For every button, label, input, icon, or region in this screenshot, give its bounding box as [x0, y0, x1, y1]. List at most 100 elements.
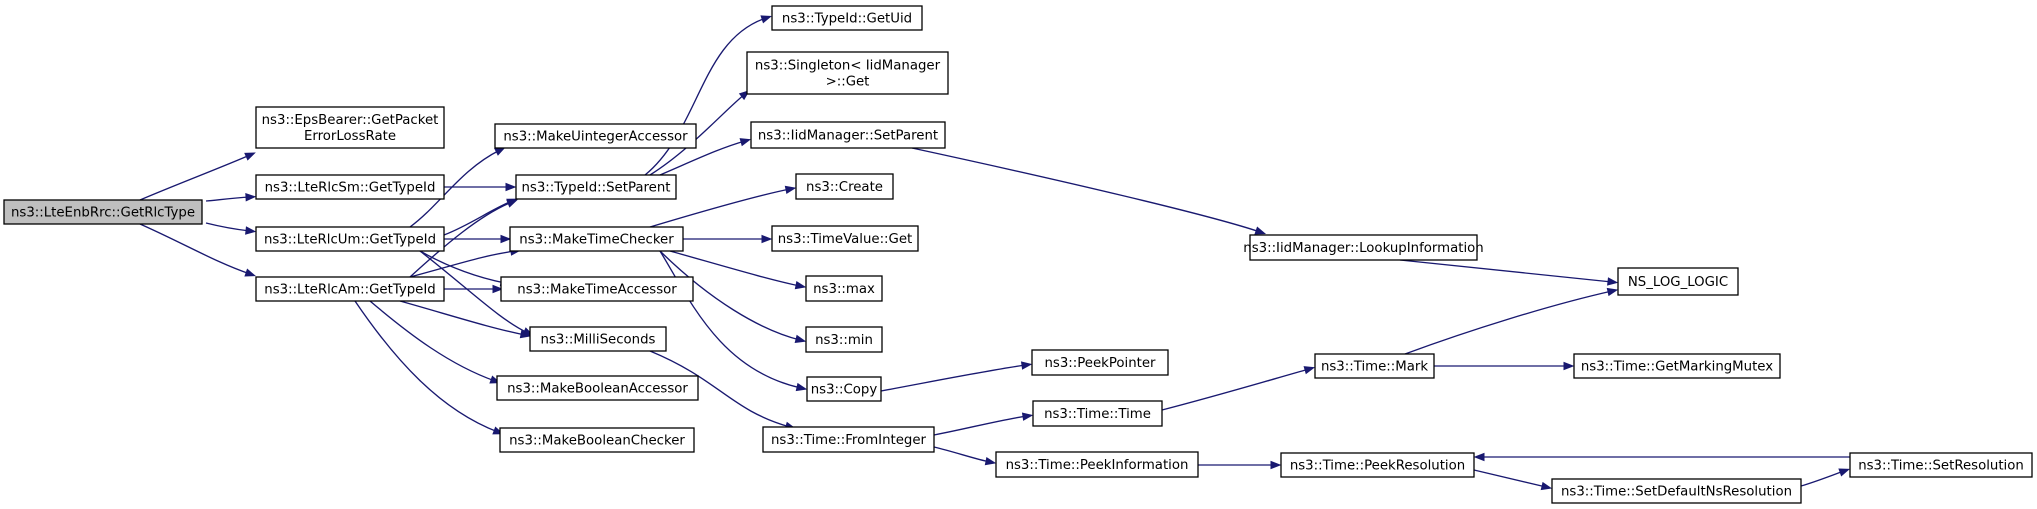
- node-sp[interactable]: ns3::TypeId::SetParent: [515, 174, 677, 200]
- edge-copy-to-peekptr: [880, 361, 1033, 392]
- node-box[interactable]: [494, 123, 697, 149]
- node-box[interactable]: [805, 275, 883, 302]
- node-box[interactable]: [515, 174, 677, 200]
- node-ms[interactable]: ns3::MilliSeconds: [529, 326, 667, 352]
- edge-line: [649, 188, 791, 228]
- node-setres[interactable]: ns3::Time::SetResolution: [1849, 452, 2033, 478]
- node-box[interactable]: [805, 326, 883, 353]
- node-box[interactable]: [1280, 452, 1475, 478]
- node-label: ns3::MakeTimeAccessor: [517, 283, 677, 298]
- node-tvget[interactable]: ns3::TimeValue::Get: [771, 225, 919, 252]
- node-label: ns3::MakeUintegerAccessor: [503, 130, 688, 145]
- edge-setres-to-peekres: [1473, 452, 1850, 462]
- node-box[interactable]: [762, 426, 935, 453]
- node-box[interactable]: [1032, 400, 1163, 427]
- edge-line: [354, 300, 499, 433]
- node-box[interactable]: [500, 276, 694, 302]
- edge-line: [659, 250, 802, 389]
- node-box[interactable]: [1573, 353, 1781, 379]
- edge-mtc-to-min: [659, 250, 807, 344]
- edge-arrowhead: [795, 382, 808, 392]
- node-box[interactable]: [806, 376, 882, 402]
- node-label: ns3::Time::SetDefaultNsResolution: [1561, 485, 1792, 500]
- node-box[interactable]: [1849, 452, 2033, 478]
- edge-arrowhead: [506, 199, 518, 208]
- node-box[interactable]: [746, 51, 949, 95]
- node-mbc[interactable]: ns3::MakeBooleanChecker: [499, 427, 695, 453]
- node-peekptr[interactable]: ns3::PeekPointer: [1031, 349, 1169, 376]
- node-box[interactable]: [771, 5, 923, 31]
- node-box[interactable]: [529, 326, 667, 352]
- node-label: ns3::Time::GetMarkingMutex: [1581, 360, 1773, 375]
- node-label: ns3::PeekPointer: [1044, 356, 1156, 371]
- edge-arrowhead: [1563, 361, 1575, 371]
- node-create[interactable]: ns3::Create: [795, 173, 894, 200]
- node-box[interactable]: [499, 427, 695, 453]
- node-box[interactable]: [255, 174, 445, 200]
- edge-setdef-to-setres: [1800, 468, 1851, 487]
- node-sm[interactable]: ns3::LteRlcSm::GetTypeId: [255, 174, 445, 200]
- edge-line: [409, 201, 513, 278]
- node-um[interactable]: ns3::LteRlcUm::GetTypeId: [255, 226, 445, 252]
- node-fromint[interactable]: ns3::Time::FromInteger: [762, 426, 935, 453]
- edge-arrowhead: [984, 456, 997, 466]
- node-gmm[interactable]: ns3::Time::GetMarkingMutex: [1573, 353, 1781, 379]
- edge-line: [644, 17, 767, 176]
- node-box[interactable]: [1314, 353, 1435, 379]
- edge-line: [205, 196, 251, 202]
- node-box[interactable]: [771, 225, 919, 252]
- node-box[interactable]: [1617, 267, 1739, 296]
- node-box[interactable]: [255, 106, 445, 149]
- edge-arrowhead: [492, 284, 504, 294]
- edge-line: [880, 364, 1027, 392]
- node-label: ns3::MakeBooleanAccessor: [507, 382, 688, 397]
- node-nslog[interactable]: NS_LOG_LOGIC: [1617, 267, 1739, 296]
- edge-line: [419, 250, 529, 334]
- node-box[interactable]: [995, 451, 1199, 478]
- node-min[interactable]: ns3::min: [805, 326, 883, 353]
- node-mtc[interactable]: ns3::MakeTimeChecker: [509, 226, 684, 252]
- node-mba[interactable]: ns3::MakeBooleanAccessor: [496, 375, 699, 401]
- node-box[interactable]: [1551, 478, 1802, 504]
- node-label: ns3::IidManager::SetParent: [758, 129, 938, 144]
- node-label: ns3::MilliSeconds: [541, 333, 656, 348]
- edge-line: [369, 300, 496, 382]
- node-box[interactable]: [1031, 349, 1169, 376]
- node-copy[interactable]: ns3::Copy: [806, 376, 882, 402]
- node-root[interactable]: ns3::LteEnbRrc::GetRlcType: [3, 199, 203, 225]
- edge-am-to-mba: [369, 300, 502, 384]
- node-box[interactable]: [496, 375, 699, 401]
- edge-mtc-to-copy: [659, 250, 808, 392]
- node-box[interactable]: [750, 121, 946, 149]
- node-box[interactable]: [509, 226, 684, 252]
- node-box[interactable]: [3, 199, 203, 225]
- node-peekres[interactable]: ns3::Time::PeekResolution: [1280, 452, 1475, 478]
- node-mua[interactable]: ns3::MakeUintegerAccessor: [494, 123, 697, 149]
- node-guid[interactable]: ns3::TypeId::GetUid: [771, 5, 923, 31]
- edge-arrowhead: [1606, 287, 1619, 297]
- edge-lookup-to-nslog: [1399, 259, 1619, 286]
- node-ttime[interactable]: ns3::Time::Time: [1032, 400, 1163, 427]
- node-imsp[interactable]: ns3::IidManager::SetParent: [750, 121, 946, 149]
- node-label: >::Get: [826, 75, 870, 90]
- node-sing[interactable]: ns3::Singleton< IidManager>::Get: [746, 51, 949, 95]
- node-mta[interactable]: ns3::MakeTimeAccessor: [500, 276, 694, 302]
- node-setdef[interactable]: ns3::Time::SetDefaultNsResolution: [1551, 478, 1802, 504]
- node-box[interactable]: [255, 276, 445, 302]
- node-mark[interactable]: ns3::Time::Mark: [1314, 353, 1435, 379]
- node-box[interactable]: [795, 173, 894, 200]
- node-max[interactable]: ns3::max: [805, 275, 883, 302]
- node-box[interactable]: [255, 226, 445, 252]
- node-lookup[interactable]: ns3::IidManager::LookupInformation: [1243, 234, 1484, 261]
- edge-arrowhead: [1254, 226, 1267, 235]
- edge-am-to-mbc: [354, 300, 504, 435]
- node-am[interactable]: ns3::LteRlcAm::GetTypeId: [255, 276, 445, 302]
- node-peekinfo[interactable]: ns3::Time::PeekInformation: [995, 451, 1199, 478]
- node-label: ns3::LteRlcAm::GetTypeId: [264, 283, 435, 298]
- edge-arrowhead: [1838, 468, 1851, 477]
- node-box[interactable]: [1249, 234, 1478, 261]
- node-label: ns3::Time::SetResolution: [1858, 459, 2024, 474]
- edge-am-to-ms: [399, 300, 532, 339]
